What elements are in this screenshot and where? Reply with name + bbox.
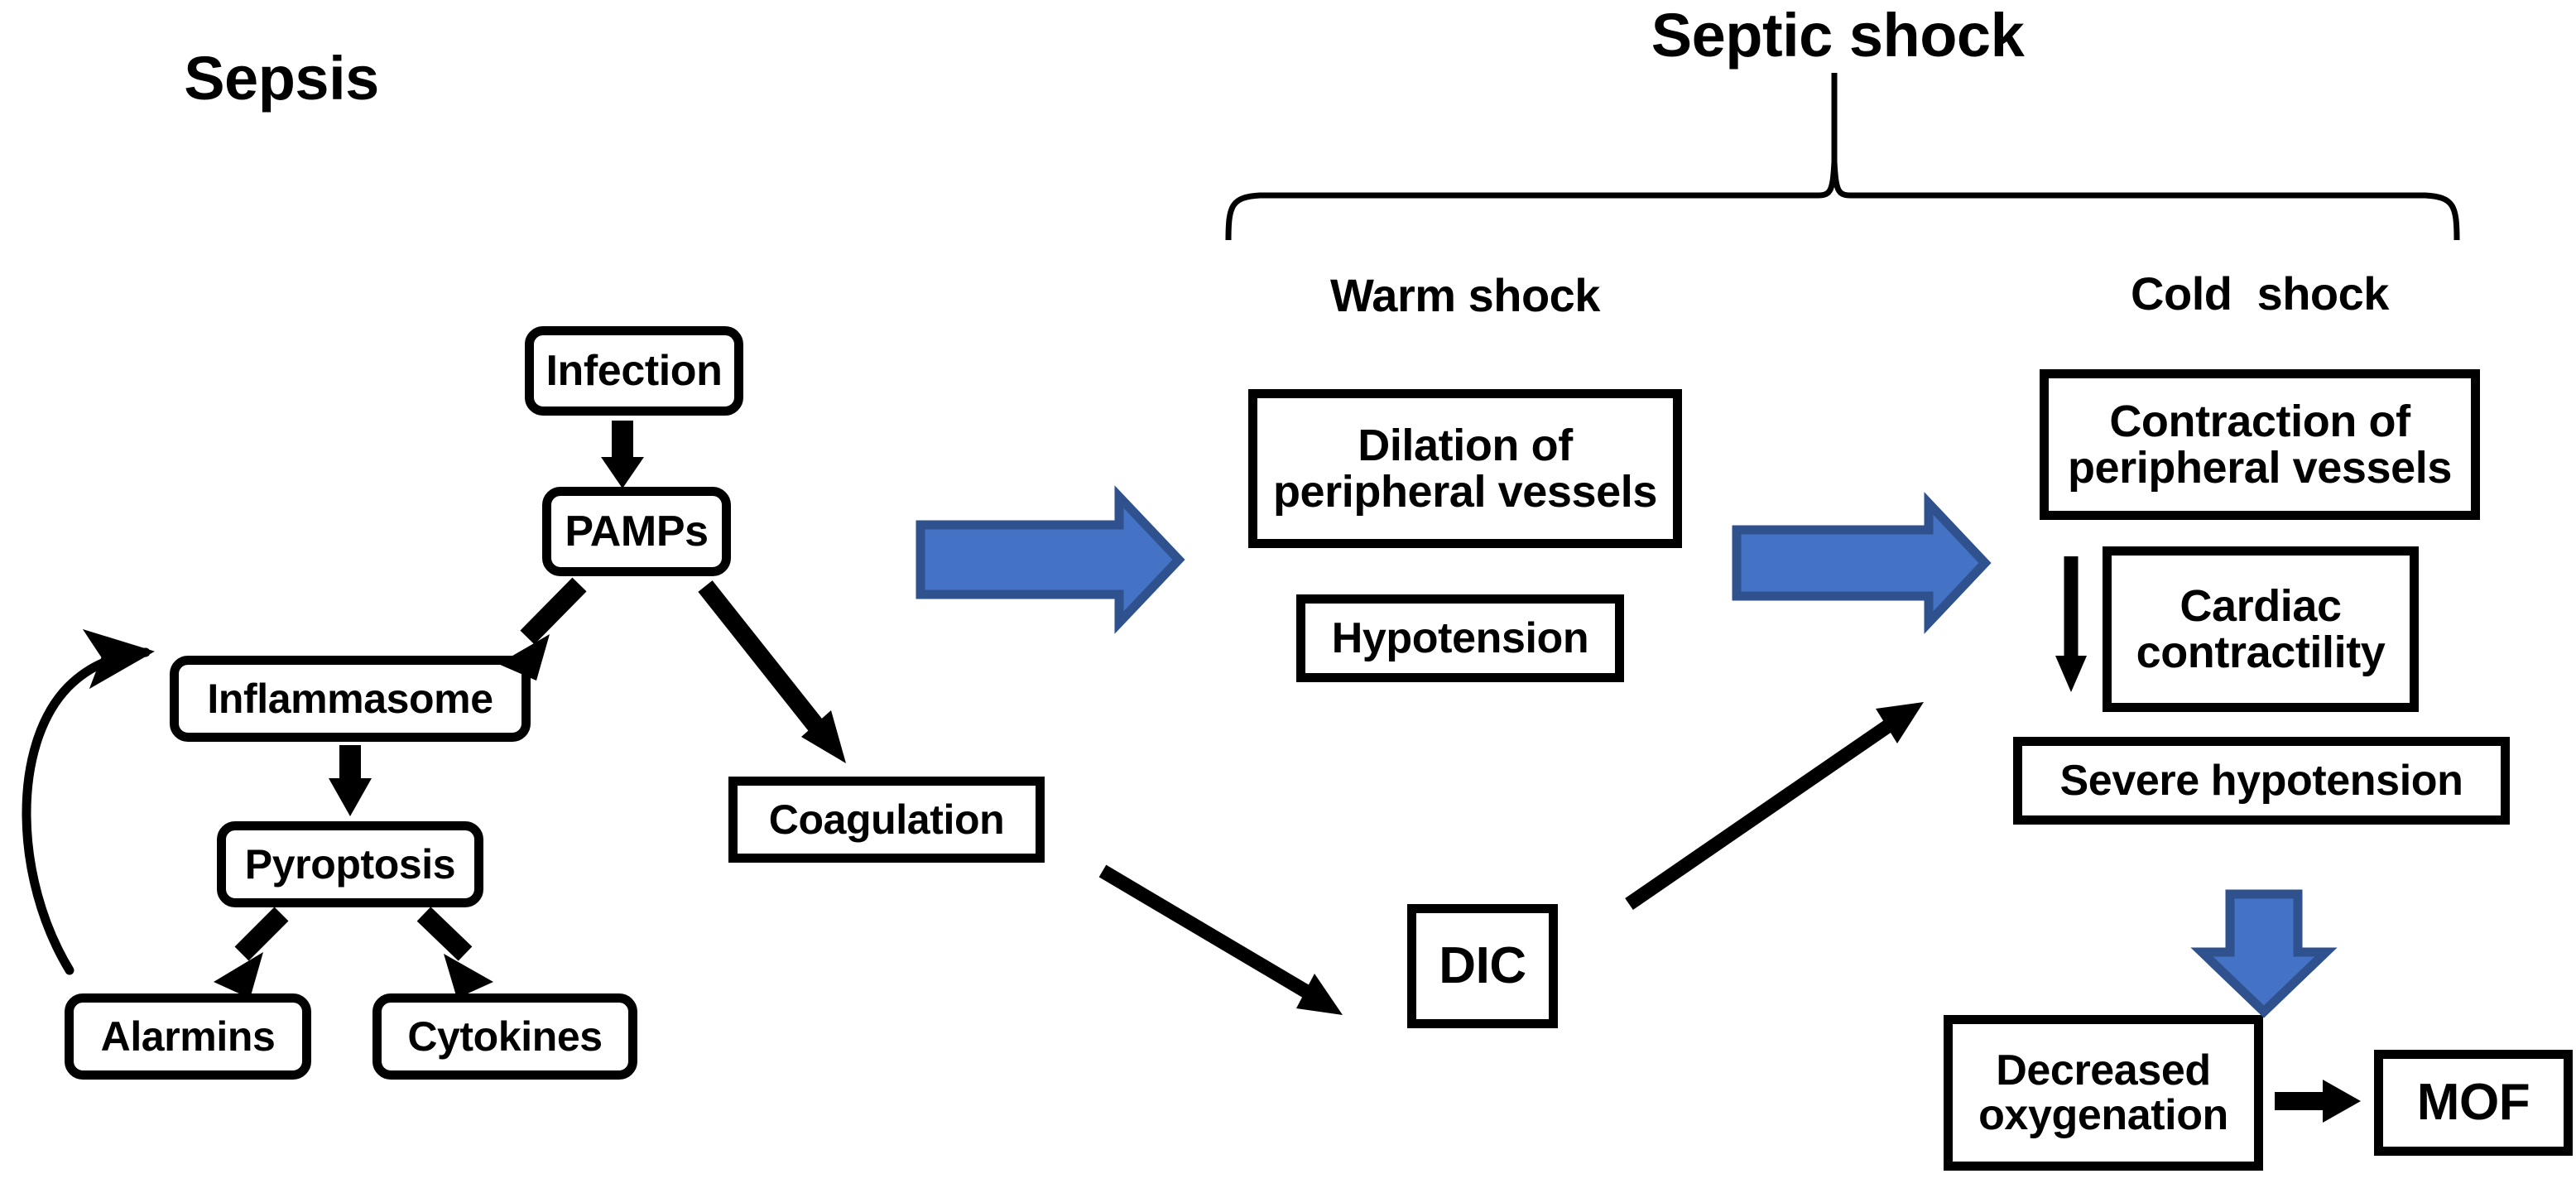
arrow-inflammasome-to-pyroptosis xyxy=(329,745,372,816)
blue-arrow-sepsis-to-warm-shock xyxy=(916,485,1185,634)
node-coagulation[interactable]: Coagulation xyxy=(728,777,1045,863)
node-contraction-peripheral-vessels[interactable]: Contraction of peripheral vessels xyxy=(2040,369,2480,520)
arrow-infection-to-pamps xyxy=(601,421,644,488)
title-septic-shock: Septic shock xyxy=(1651,1,2025,70)
node-inflammasome[interactable]: Inflammasome xyxy=(170,656,531,742)
node-severe-hypotension[interactable]: Severe hypotension xyxy=(2013,737,2510,825)
node-dic[interactable]: DIC xyxy=(1407,904,1558,1028)
blue-arrow-warm-to-cold-shock xyxy=(1732,492,1992,634)
arrow-pyroptosis-to-cytokines xyxy=(416,907,493,998)
node-dilation-peripheral-vessels[interactable]: Dilation of peripheral vessels xyxy=(1248,389,1682,548)
septic-shock-brace xyxy=(1225,73,2460,241)
arrow-pamps-to-coagulation xyxy=(698,580,846,763)
arrow-coagulation-to-dic xyxy=(1098,864,1343,1015)
node-infection[interactable]: Infection xyxy=(525,326,743,416)
arrow-alarmins-feedback-to-inflammasome xyxy=(22,628,155,975)
arrow-dic-to-cold-shock xyxy=(1625,702,1924,911)
node-alarmins[interactable]: Alarmins xyxy=(65,993,311,1080)
node-hypotension[interactable]: Hypotension xyxy=(1296,594,1624,682)
arrow-oxygenation-to-mof xyxy=(2275,1080,2361,1123)
node-cytokines[interactable]: Cytokines xyxy=(372,993,637,1080)
node-pamps[interactable]: PAMPs xyxy=(542,487,731,576)
node-cardiac-contractility[interactable]: Cardiac contractility xyxy=(2103,546,2419,712)
title-sepsis: Sepsis xyxy=(184,44,379,113)
node-mof[interactable]: MOF xyxy=(2374,1050,2573,1156)
down-arrow-glyph-cardiac-contractility xyxy=(2055,556,2087,692)
node-decreased-oxygenation[interactable]: Decreased oxygenation xyxy=(1944,1015,2263,1171)
title-cold-shock: Cold shock xyxy=(2131,267,2389,320)
title-warm-shock: Warm shock xyxy=(1330,269,1600,321)
node-pyroptosis[interactable]: Pyroptosis xyxy=(217,821,483,907)
blue-arrow-to-decreased-oxygenation xyxy=(2190,889,2338,1018)
arrow-pyroptosis-to-alarmins xyxy=(214,907,289,998)
